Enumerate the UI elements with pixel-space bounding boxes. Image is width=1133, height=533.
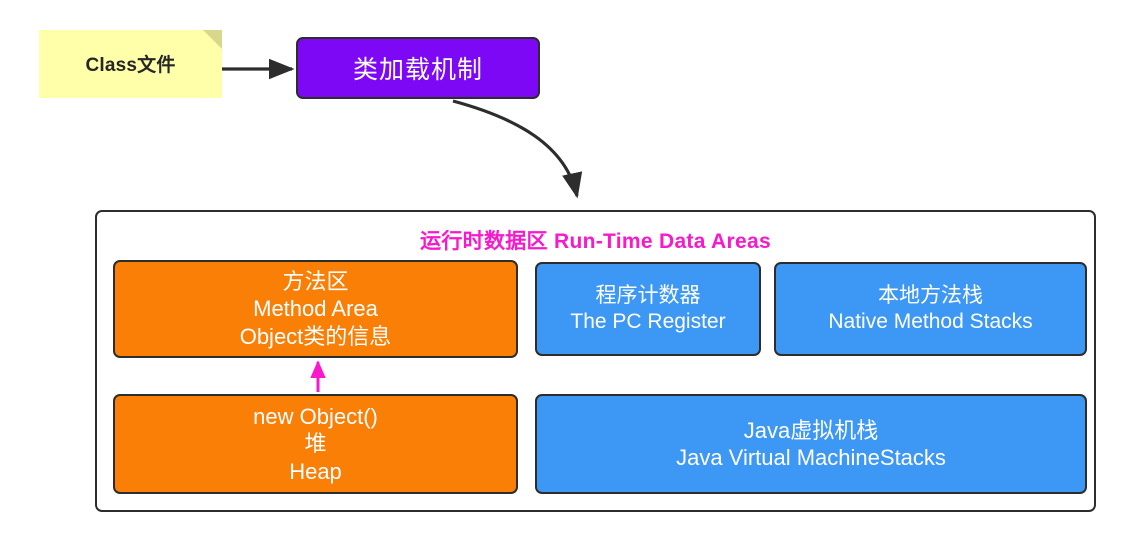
native-method-stacks-box: 本地方法栈 Native Method Stacks bbox=[774, 262, 1087, 356]
native-method-stacks-line-1: 本地方法栈 bbox=[878, 283, 983, 307]
method-area-line-3: Object类的信息 bbox=[239, 323, 392, 349]
heap-box: new Object() 堆 Heap bbox=[113, 394, 518, 494]
jvm-stacks-line-1: Java虚拟机栈 bbox=[743, 417, 879, 443]
runtime-data-areas-title: 运行时数据区 Run-Time Data Areas bbox=[420, 230, 771, 253]
classloader-label: 类加载机制 bbox=[352, 56, 483, 84]
jvm-stacks-box: Java虚拟机栈 Java Virtual MachineStacks bbox=[535, 394, 1087, 494]
heap-line-1: new Object() bbox=[253, 404, 378, 430]
heap-line-2: 堆 bbox=[304, 431, 327, 457]
classloader-box: 类加载机制 bbox=[296, 37, 540, 99]
pc-register-line-2: The PC Register bbox=[570, 310, 726, 333]
pc-register-line-1: 程序计数器 bbox=[595, 283, 701, 307]
method-area-line-1: 方法区 bbox=[282, 269, 349, 295]
method-area-line-2: Method Area bbox=[253, 296, 378, 322]
class-file-note: Class文件 bbox=[39, 30, 222, 98]
pc-register-box: 程序计数器 The PC Register bbox=[535, 262, 761, 356]
method-area-box: 方法区 Method Area Object类的信息 bbox=[113, 260, 518, 358]
heap-line-3: Heap bbox=[289, 458, 342, 484]
note-fold-corner-icon bbox=[203, 30, 222, 49]
arrow-classloader-to-runtime-area bbox=[452, 99, 583, 199]
jvm-stacks-line-2: Java Virtual MachineStacks bbox=[676, 445, 946, 470]
class-file-note-label: Class文件 bbox=[85, 54, 176, 76]
native-method-stacks-line-2: Native Method Stacks bbox=[828, 310, 1033, 333]
